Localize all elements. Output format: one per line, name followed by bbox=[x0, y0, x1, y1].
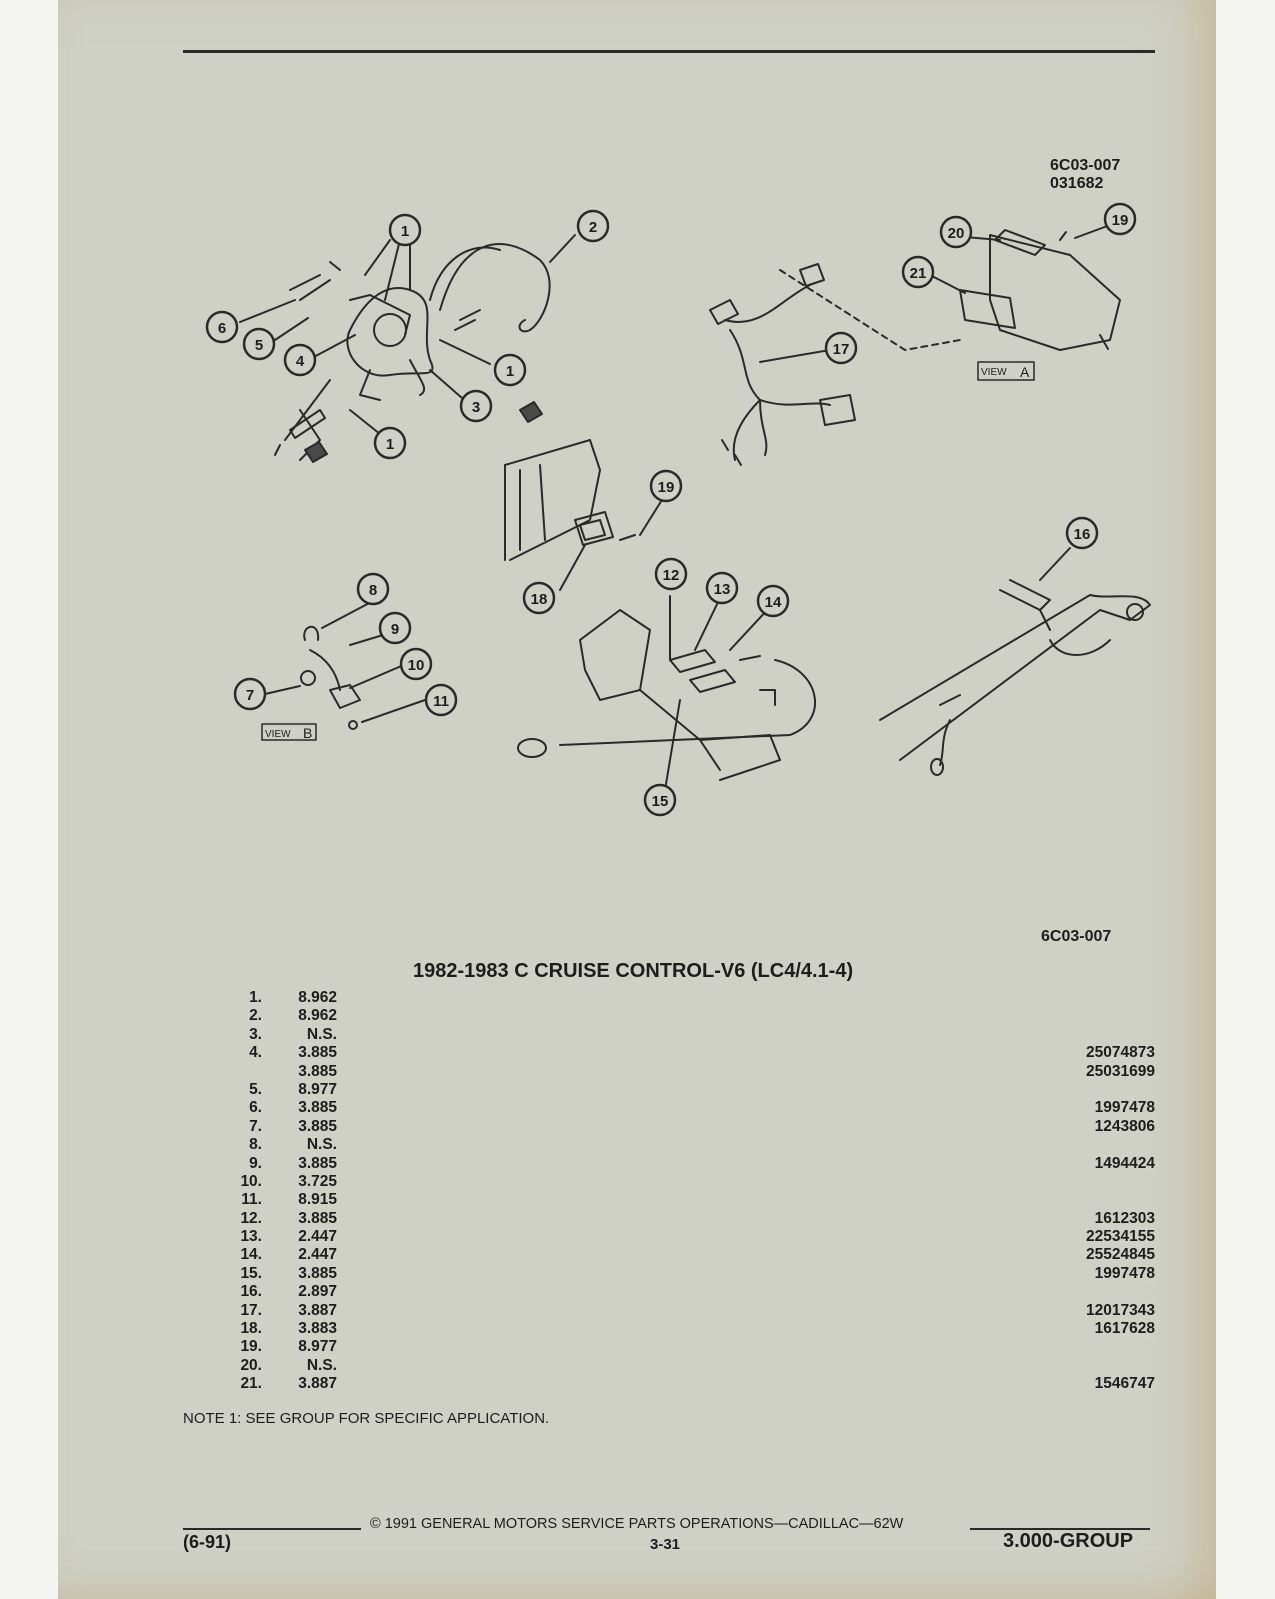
item-number: 14. bbox=[240, 1246, 262, 1264]
top-rule bbox=[183, 50, 1155, 53]
item-number: 12. bbox=[240, 1209, 262, 1227]
item-number: 17. bbox=[240, 1301, 262, 1319]
group-number: 8.962 bbox=[298, 989, 337, 1006]
footer-rule-left bbox=[183, 1528, 361, 1530]
item-number: 5. bbox=[249, 1080, 262, 1098]
page-number: 3-31 bbox=[650, 1536, 681, 1553]
parts-row: 21.3.887MODULE , CRUISE CONT (W/K30) ...… bbox=[230, 1375, 1155, 1394]
item-number: 19. bbox=[240, 1338, 262, 1356]
parts-row: 6.3.885VALVE , CRUISE CONT VAC CONT ....… bbox=[230, 1099, 1155, 1118]
item-number: 20. bbox=[240, 1356, 262, 1374]
parts-row: 19.8.977SCREW , HEX TAP (M4.2 X 1.41 X 2… bbox=[230, 1338, 1155, 1356]
group-number: N.S. bbox=[306, 1356, 337, 1374]
figure-code: 6C03-007 bbox=[1050, 157, 1121, 174]
part-number: 1546747 bbox=[1045, 1375, 1155, 1394]
group-number: 3.885 bbox=[298, 1099, 337, 1117]
parts-row: 9.3.885CHAIN , THROT LVR TO SERVO ......… bbox=[230, 1154, 1155, 1173]
item-number: 9. bbox=[249, 1154, 262, 1172]
part-number: 1997478 bbox=[1045, 1264, 1155, 1283]
part-number: 22534155 bbox=[1045, 1228, 1155, 1247]
group-number: N.S. bbox=[306, 1136, 337, 1154]
part-number: 1494424 bbox=[1045, 1154, 1155, 1173]
parts-row: 16.2.897LEVER , DIR SIGNAL(*1) .........… bbox=[230, 1283, 1155, 1301]
item-number: 8. bbox=[249, 1136, 262, 1154]
part-number: 1243806 bbox=[1045, 1117, 1155, 1136]
footer-rule-right bbox=[970, 1528, 1150, 1530]
figure-date-code: 031682 bbox=[1050, 175, 1104, 192]
group-number: 3.885 bbox=[298, 1117, 337, 1135]
parts-row: 8.N.S.PART OF ITEM #7 ..................… bbox=[230, 1136, 1155, 1154]
item-number: 4. bbox=[249, 1044, 262, 1062]
group-number: 8.915 bbox=[298, 1191, 337, 1209]
group-number: 2.447 bbox=[298, 1246, 337, 1264]
group-number: 3.887 bbox=[298, 1301, 337, 1319]
copyright-notice: © 1991 GENERAL MOTORS SERVICE PARTS OPER… bbox=[370, 1516, 904, 1532]
group-number: 8.962 bbox=[298, 1007, 337, 1025]
item-number: 6. bbox=[249, 1099, 262, 1117]
item-number: 15. bbox=[240, 1264, 262, 1282]
footnote: NOTE 1: SEE GROUP FOR SPECIFIC APPLICATI… bbox=[183, 1410, 550, 1427]
section-title: 1982-1983 C CRUISE CONTROL-V6 (LC4/4.1-4… bbox=[413, 960, 854, 982]
group-number: 3.885 bbox=[298, 1044, 337, 1062]
group-number: 3.885 bbox=[298, 1154, 337, 1172]
parts-row: 14.2.447SWITCH , STOP LP ...............… bbox=[230, 1246, 1155, 1265]
item-number: 3. bbox=[249, 1025, 262, 1043]
part-number: 25074873 bbox=[1045, 1044, 1155, 1063]
group-number: 2.447 bbox=[298, 1228, 337, 1246]
part-number: 25031699 bbox=[1045, 1062, 1155, 1081]
part-number: 12017343 bbox=[1045, 1301, 1155, 1320]
group-number: N.S. bbox=[306, 1025, 337, 1043]
item-number: 21. bbox=[240, 1375, 262, 1393]
group-number: 8.977 bbox=[298, 1338, 337, 1356]
group-number: 3.887 bbox=[298, 1375, 337, 1393]
revision-date: (6-91) bbox=[183, 1532, 232, 1552]
parts-row: 3.N.S.BRACKET , W/PULLEY, CRUISE CONT SE… bbox=[230, 1026, 1155, 1044]
parts-row: 13.2.447RETAINER , STOP LP SW ..........… bbox=[230, 1228, 1155, 1247]
group-number: 3.885 bbox=[298, 1264, 337, 1282]
group-number: 3.885 bbox=[298, 1209, 337, 1227]
item-number: 11. bbox=[241, 1191, 262, 1209]
parts-row: 3.885SOLENOID , CRUISE CONT ............… bbox=[230, 1062, 1155, 1081]
figure-code-block: 6C03-007 031682 bbox=[1050, 157, 1120, 193]
part-number: 25524845 bbox=[1045, 1246, 1155, 1265]
parts-list: 1.8.962HOSE (7/32" ID) .................… bbox=[230, 989, 1155, 1394]
item-number: 7. bbox=[249, 1117, 262, 1135]
group-number: 3.883 bbox=[298, 1320, 337, 1338]
item-number: 2. bbox=[249, 1007, 262, 1025]
item-number: 18. bbox=[240, 1320, 262, 1338]
parts-row: 2.8.962HOSE (9/32" ID) .................… bbox=[230, 1007, 1155, 1025]
item-number: 1. bbox=[249, 989, 262, 1006]
parts-row: 12.3.885RETAINER , CRUISE CONT VAC REL V… bbox=[230, 1209, 1155, 1228]
parts-row: 15.3.885VALVE , TRANS CONV CLU CONT ....… bbox=[230, 1264, 1155, 1283]
parts-row: 1.8.962HOSE (7/32" ID) .................… bbox=[230, 989, 1155, 1007]
group-number: 3.725 bbox=[298, 1172, 337, 1190]
item-number: 16. bbox=[240, 1283, 262, 1301]
group-label: 3.000-GROUP bbox=[1003, 1530, 1134, 1552]
parts-row: 18.3.883SWITCH , CRUISE CONT INST PNL ..… bbox=[230, 1320, 1155, 1339]
part-number: 1997478 bbox=[1045, 1099, 1155, 1118]
group-number: 3.885 bbox=[298, 1062, 337, 1080]
figure-code-bottom: 6C03-007 bbox=[1041, 928, 1112, 945]
parts-row: 20.N.S.BRACKET , CRUISE CONT MODULE ....… bbox=[230, 1357, 1155, 1375]
part-number: 1617628 bbox=[1045, 1320, 1155, 1339]
group-number: 8.977 bbox=[298, 1080, 337, 1098]
item-number: 13. bbox=[240, 1228, 262, 1246]
parts-row: 11.8.915NUT (#10-24) ...................… bbox=[230, 1191, 1155, 1209]
parts-row: 7.3.885BALL STUD & SWIVEL KIT (INCL ITEM… bbox=[230, 1117, 1155, 1136]
item-number: 10. bbox=[240, 1172, 262, 1190]
part-number: 1612303 bbox=[1045, 1209, 1155, 1228]
parts-row: 4.3.885SERVO , CRUISE CONT .............… bbox=[230, 1044, 1155, 1063]
parts-row: 17.3.887HARNESS , CRUISE CONT (W/K30) ..… bbox=[230, 1301, 1155, 1320]
group-number: 2.897 bbox=[298, 1283, 337, 1301]
parts-row: 10.3.725BRACKET (PART OF CARBURETOR) ...… bbox=[230, 1173, 1155, 1191]
parts-row: 5.8.977BOLT (M6.3 X 1.81 X 13) .........… bbox=[230, 1081, 1155, 1099]
